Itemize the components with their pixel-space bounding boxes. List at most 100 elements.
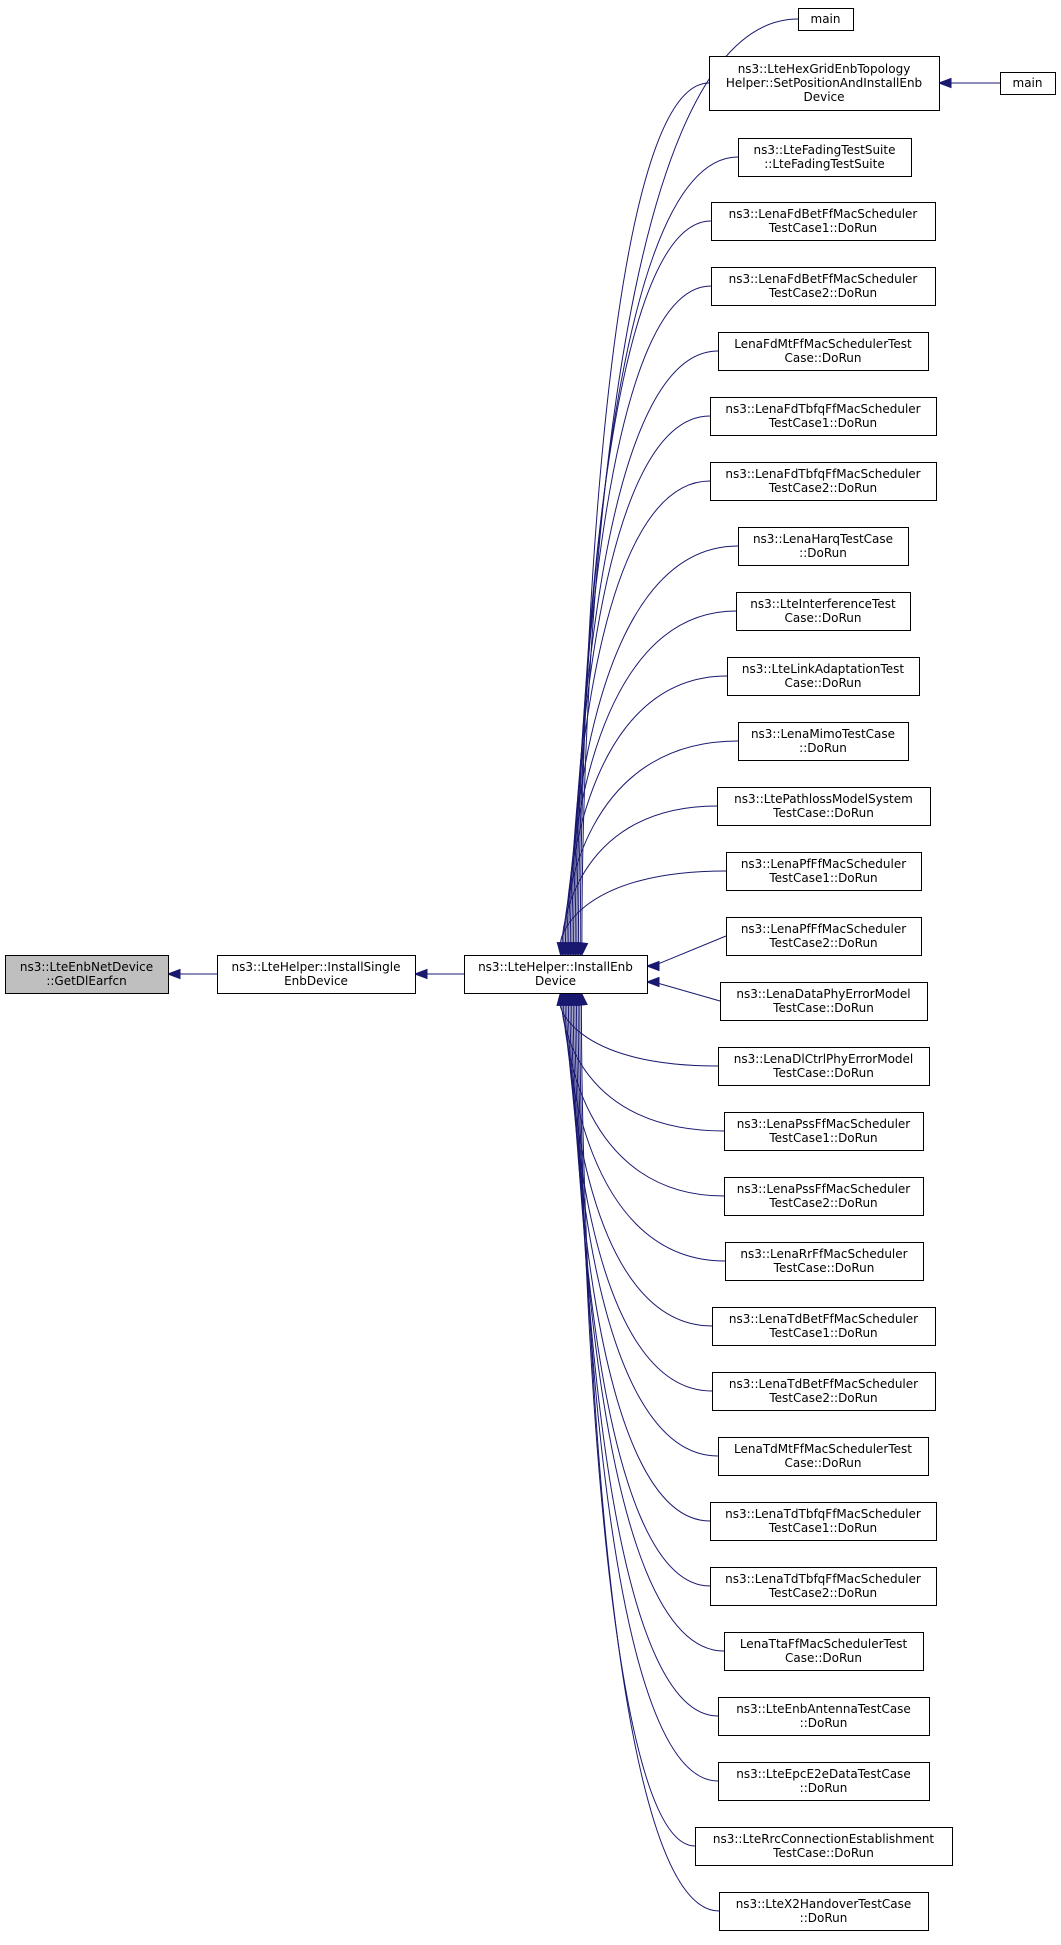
edge-line (579, 82, 710, 944)
node-label-line: ns3::LteHelper::InstallSingle (232, 960, 401, 974)
node-label-line: ns3::LteHexGridEnbTopology (738, 62, 911, 76)
edge-pss1-to-installenb (557, 991, 725, 1132)
nodes-layer: ns3::LteEnbNetDevice::GetDlEarfcnns3::Lt… (5, 8, 1056, 1931)
node-main2[interactable]: main (1000, 72, 1056, 95)
node-box (711, 202, 936, 241)
node-label-line: ::DoRun (800, 1716, 848, 1730)
node-box (726, 917, 922, 956)
node-root[interactable]: ns3::LteEnbNetDevice::GetDlEarfcn (5, 955, 169, 994)
edge-x2-to-installenb (577, 991, 720, 1912)
edge-line (658, 935, 727, 965)
node-box (718, 1437, 929, 1476)
node-fdbet1[interactable]: ns3::LenaFdBetFfMacSchedulerTestCase1::D… (711, 202, 936, 241)
node-label-line: ns3::LenaPfFfMacScheduler (741, 922, 906, 936)
node-label-line: LenaTdMtFfMacSchedulerTest (734, 1442, 912, 1456)
node-tdtbfq2[interactable]: ns3::LenaTdTbfqFfMacSchedulerTestCase2::… (710, 1567, 937, 1606)
node-tdbet1[interactable]: ns3::LenaTdBetFfMacSchedulerTestCase1::D… (712, 1307, 936, 1346)
node-tdbet2[interactable]: ns3::LenaTdBetFfMacSchedulerTestCase2::D… (712, 1372, 936, 1411)
edge-tdbet1-to-installenb (562, 991, 713, 1327)
node-fdbet2[interactable]: ns3::LenaFdBetFfMacSchedulerTestCase2::D… (711, 267, 936, 306)
edge-line (572, 1004, 711, 1587)
node-label-line: Case::DoRun (784, 676, 861, 690)
node-label-line: TestCase2::DoRun (768, 1196, 877, 1210)
edge-line (568, 545, 739, 944)
node-label-line: ns3::LenaRrFfMacScheduler (740, 1247, 907, 1261)
node-fdtbfq1[interactable]: ns3::LenaFdTbfqFfMacSchedulerTestCase1::… (710, 397, 937, 436)
node-label-line: ns3::LteFadingTestSuite (754, 143, 896, 157)
node-label-line: ns3::LenaPssFfMacScheduler (737, 1182, 910, 1196)
node-label-line: TestCase2::DoRun (768, 286, 877, 300)
edge-line (571, 415, 711, 944)
node-box (217, 955, 416, 994)
node-dlctrl[interactable]: ns3::LenaDlCtrlPhyErrorModelTestCase::Do… (718, 1047, 930, 1086)
node-label-line: TestCase::DoRun (772, 806, 874, 820)
node-label-line: ns3::LteInterferenceTest (750, 597, 896, 611)
node-label-line: ns3::LenaPssFfMacScheduler (737, 1117, 910, 1131)
node-label-line: main (811, 12, 841, 26)
node-label-line: TestCase::DoRun (772, 1066, 874, 1080)
node-pss2[interactable]: ns3::LenaPssFfMacSchedulerTestCase2::DoR… (724, 1177, 924, 1216)
node-rrc[interactable]: ns3::LteRrcConnectionEstablishmentTestCa… (695, 1827, 953, 1866)
node-box (712, 1372, 936, 1411)
node-label-line: TestCase2::DoRun (768, 936, 877, 950)
arrowhead (577, 991, 588, 1006)
node-tdtbfq1[interactable]: ns3::LenaTdTbfqFfMacSchedulerTestCase1::… (710, 1502, 937, 1541)
node-box (718, 1762, 930, 1801)
node-label-line: TestCase1::DoRun (768, 1131, 877, 1145)
node-box (724, 1112, 924, 1151)
edge-fdtbfq1-to-installenb (567, 415, 711, 957)
edge-line (573, 350, 719, 944)
node-box (711, 267, 936, 306)
node-label-line: ns3::LenaTdBetFfMacScheduler (729, 1377, 918, 1391)
edge-line (658, 983, 721, 1002)
node-box (738, 722, 909, 761)
arrowhead (645, 960, 660, 972)
edge-line (566, 610, 737, 944)
node-label-line: ns3::LteEpcE2eDataTestCase (736, 1767, 910, 1781)
node-pf2[interactable]: ns3::LenaPfFfMacSchedulerTestCase2::DoRu… (726, 917, 922, 956)
node-label-line: LenaTtaFfMacSchedulerTest (740, 1637, 908, 1651)
edge-installenb-to-installsingle (413, 968, 464, 980)
edge-line (579, 1004, 696, 1847)
node-label-line: ns3::LteEnbNetDevice (20, 960, 153, 974)
node-label-line: TestCase::DoRun (772, 1846, 874, 1860)
edge-line (571, 1004, 711, 1522)
node-box (695, 1827, 953, 1866)
node-pf1[interactable]: ns3::LenaPfFfMacSchedulerTestCase1::DoRu… (726, 852, 922, 891)
node-epce2e[interactable]: ns3::LteEpcE2eDataTestCase::DoRun (718, 1762, 930, 1801)
node-fading[interactable]: ns3::LteFadingTestSuite::LteFadingTestSu… (738, 138, 912, 177)
node-antenna[interactable]: ns3::LteEnbAntennaTestCase::DoRun (718, 1697, 930, 1736)
node-box (727, 657, 920, 696)
node-mimo[interactable]: ns3::LenaMimoTestCase::DoRun (738, 722, 909, 761)
node-label-line: ns3::LenaHarqTestCase (753, 532, 893, 546)
node-label-line: Case::DoRun (784, 1456, 861, 1470)
edge-pss2-to-installenb (559, 991, 725, 1197)
node-fdtbfq2[interactable]: ns3::LenaFdTbfqFfMacSchedulerTestCase2::… (710, 462, 937, 501)
node-label-line: Case::DoRun (784, 611, 861, 625)
edge-tdtbfq1-to-installenb (567, 991, 711, 1522)
node-pss1[interactable]: ns3::LenaPssFfMacSchedulerTestCase1::DoR… (724, 1112, 924, 1151)
node-harq[interactable]: ns3::LenaHarqTestCase::DoRun (738, 527, 909, 566)
edge-fdmt-to-installenb (569, 350, 719, 957)
node-pathloss[interactable]: ns3::LtePathlossModelSystemTestCase::DoR… (717, 787, 931, 826)
node-dataphy[interactable]: ns3::LenaDataPhyErrorModelTestCase::DoRu… (720, 982, 928, 1021)
node-hexgrid[interactable]: ns3::LteHexGridEnbTopologyHelper::SetPos… (709, 56, 940, 111)
node-label-line: ::DoRun (800, 1911, 848, 1925)
node-x2[interactable]: ns3::LteX2HandoverTestCase::DoRun (719, 1892, 929, 1931)
node-box (798, 8, 854, 31)
edge-rr-to-installenb (561, 991, 726, 1262)
node-label-line: ns3::LtePathlossModelSystem (734, 792, 913, 806)
node-label-line: TestCase::DoRun (772, 1001, 874, 1015)
node-main1[interactable]: main (798, 8, 854, 31)
node-label-line: Case::DoRun (785, 1651, 862, 1665)
edge-hexgrid-to-installenb (576, 82, 710, 957)
node-box (725, 1242, 924, 1281)
